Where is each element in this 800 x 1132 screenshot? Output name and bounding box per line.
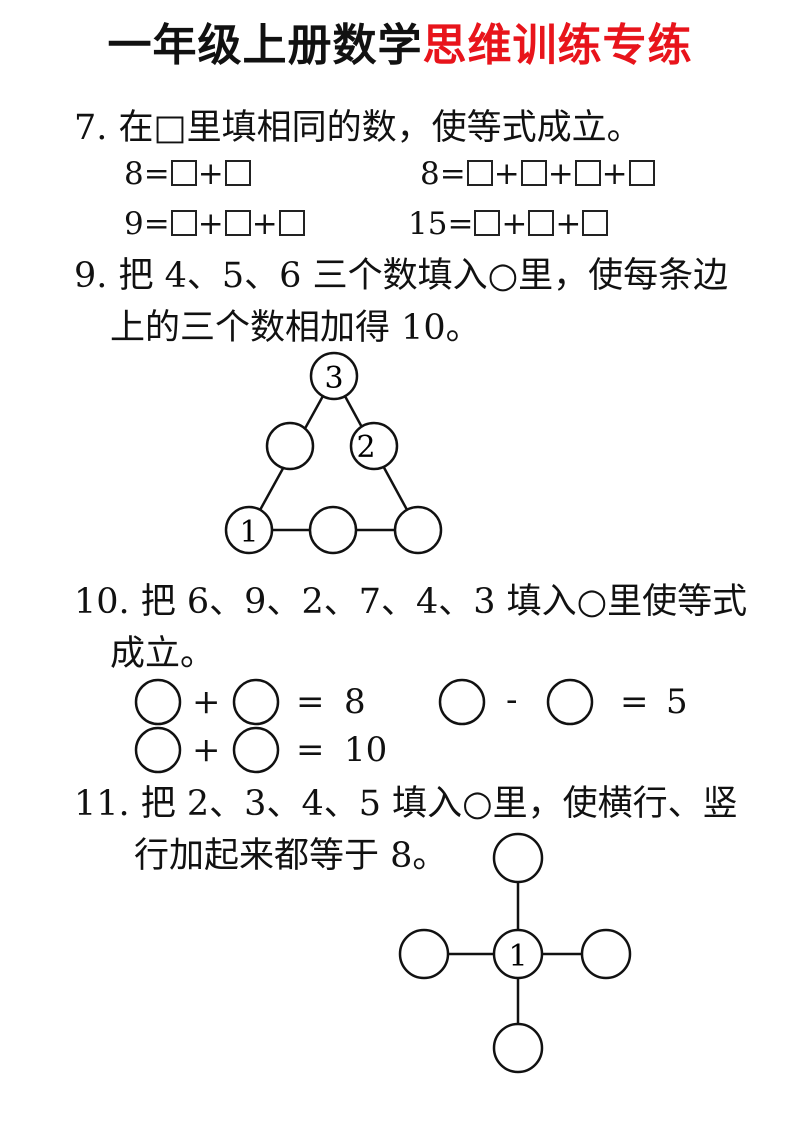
answer-box[interactable]: [628, 160, 655, 186]
q10-eq2-circle-b[interactable]: [546, 678, 594, 726]
q7-question: 7. 在□里填相同的数，使等式成立。: [74, 108, 642, 148]
q10-eq1-result: 8: [344, 682, 366, 722]
triangle-top-value: 3: [324, 361, 343, 396]
q10-eq1-equals: =: [296, 682, 325, 722]
q10-question-line1: 10. 把 6、9、2、7、4、3 填入○里使等式: [74, 582, 748, 622]
plus-sign: +: [197, 206, 224, 242]
plus-sign: +: [555, 206, 582, 242]
triangle-circle-bottom-right[interactable]: [393, 505, 443, 555]
q10-eq3-plus: +: [192, 730, 221, 770]
answer-box[interactable]: [466, 160, 493, 186]
q10-eq2-equals: =: [620, 682, 649, 722]
q9-question-line1: 9. 把 4、5、6 三个数填入○里，使每条边: [74, 256, 729, 296]
answer-box[interactable]: [170, 210, 197, 236]
cross-circle-top[interactable]: [492, 832, 544, 884]
q10-eq2-result: 5: [666, 682, 688, 722]
triangle-circle-bottom-left: [224, 505, 274, 555]
q7-equation-2: 8= + + +: [420, 154, 656, 194]
q10-question-line2: 成立。: [110, 634, 216, 674]
answer-box[interactable]: [474, 210, 501, 236]
q7-equation-4: 15= + +: [408, 204, 609, 244]
triangle-circle-right-mid: [349, 421, 399, 471]
plus-sign: +: [547, 156, 574, 192]
q10-eq1-circle-b[interactable]: [232, 678, 280, 726]
cross-center-value: 1: [508, 939, 527, 974]
q9-question-line2: 上的三个数相加得 10。: [110, 308, 481, 348]
answer-box[interactable]: [582, 210, 609, 236]
q7-equation-3: 9= + +: [124, 204, 306, 244]
answer-box[interactable]: [224, 160, 251, 186]
answer-box[interactable]: [278, 210, 305, 236]
q10-eq1-circle-a[interactable]: [134, 678, 182, 726]
q7-eq4-lhs: 15=: [408, 206, 474, 242]
q10-eq3-equals: =: [296, 730, 325, 770]
triangle-right-mid-value: 2: [356, 430, 375, 465]
answer-box[interactable]: [224, 210, 251, 236]
plus-sign: +: [601, 156, 628, 192]
triangle-circle-left-mid[interactable]: [265, 421, 315, 471]
q10-eq1-plus: +: [192, 682, 221, 722]
q11-question-line1: 11. 把 2、3、4、5 填入○里，使横行、竖: [74, 784, 738, 824]
q10-eq2-minus: -: [506, 680, 518, 720]
cross-circle-left[interactable]: [398, 928, 450, 980]
plus-sign: +: [501, 206, 528, 242]
title-black: 一年级上册数学: [107, 20, 423, 71]
q7-eq2-lhs: 8=: [420, 156, 466, 192]
q10-eq3-circle-a[interactable]: [134, 726, 182, 774]
answer-box[interactable]: [528, 210, 555, 236]
triangle-circle-top: [309, 351, 359, 401]
q10-eq2-circle-a[interactable]: [438, 678, 486, 726]
cross-circle-right[interactable]: [580, 928, 632, 980]
worksheet-title: 一年级上册数学思维训练专练: [0, 14, 800, 78]
answer-box[interactable]: [574, 160, 601, 186]
q7-eq1-lhs: 8=: [124, 156, 170, 192]
title-red: 思维训练专练: [422, 20, 693, 71]
q10-eq3-circle-b[interactable]: [232, 726, 280, 774]
plus-sign: +: [493, 156, 520, 192]
triangle-bottom-left-value: 1: [239, 515, 258, 550]
answer-box[interactable]: [520, 160, 547, 186]
cross-circle-bottom[interactable]: [492, 1022, 544, 1074]
cross-circle-center: [492, 928, 544, 980]
answer-box[interactable]: [170, 160, 197, 186]
q10-eq3-result: 10: [344, 730, 388, 770]
plus-sign: +: [197, 156, 224, 192]
q7-eq3-lhs: 9=: [124, 206, 170, 242]
q11-question-line2: 行加起来都等于 8。: [134, 836, 448, 876]
plus-sign: +: [251, 206, 278, 242]
q7-equation-1: 8= +: [124, 154, 252, 194]
triangle-circle-bottom-mid[interactable]: [308, 505, 358, 555]
